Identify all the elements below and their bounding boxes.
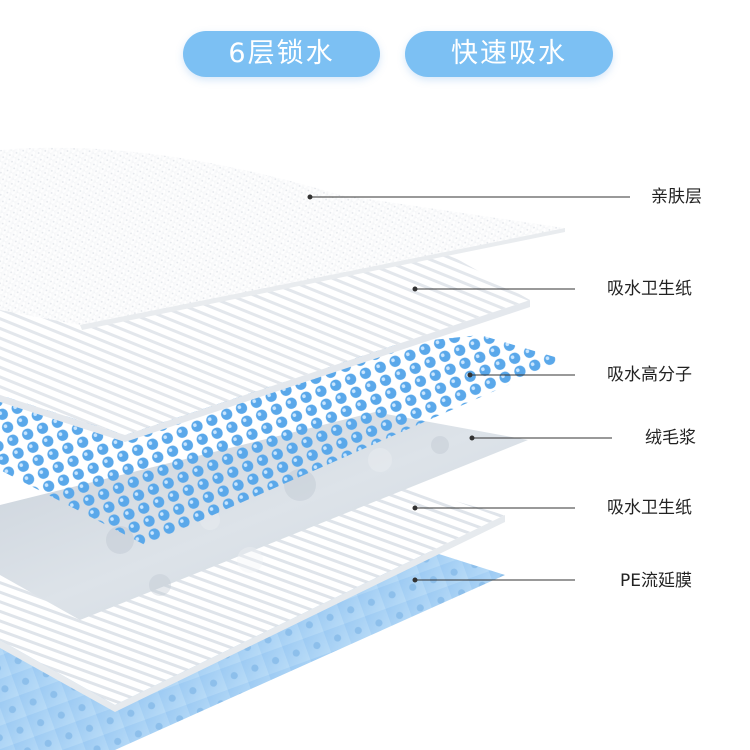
label-sap: 吸水高分子 bbox=[607, 365, 692, 385]
badge-six-layer-lock: 6层锁水 bbox=[183, 31, 380, 77]
skin-layer bbox=[0, 147, 565, 325]
label-lower-tissue: 吸水卫生纸 bbox=[607, 498, 692, 518]
badge-fast-absorb: 快速吸水 bbox=[405, 31, 613, 77]
label-fluff-pulp: 绒毛浆 bbox=[645, 428, 696, 448]
fluff-pulp-layer bbox=[0, 412, 528, 620]
leader-lines bbox=[307, 194, 630, 583]
label-upper-tissue: 吸水卫生纸 bbox=[607, 279, 692, 299]
label-skin-layer: 亲肤层 bbox=[651, 187, 702, 207]
label-pe-film: PE流延膜 bbox=[620, 571, 692, 591]
